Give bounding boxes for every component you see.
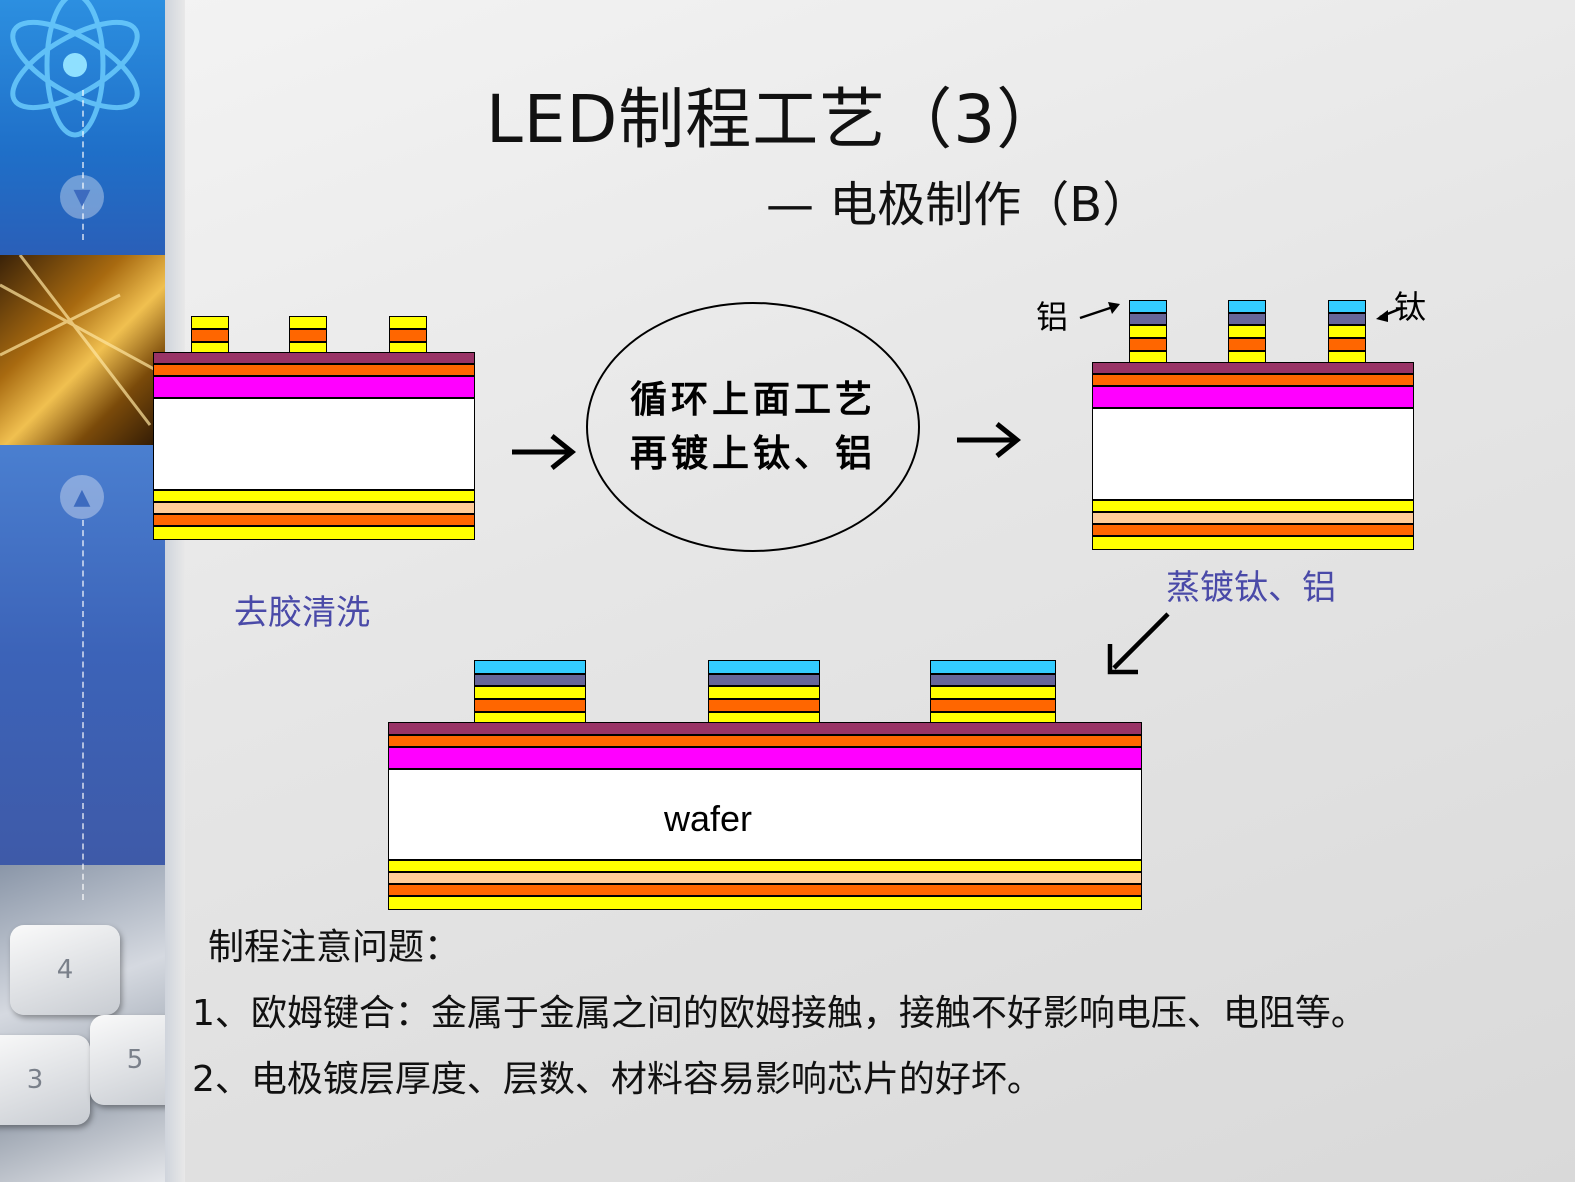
photo-streaks [0, 254, 165, 426]
layer-magenta [388, 747, 1142, 769]
layer-orange [153, 364, 475, 376]
layer-orange [153, 514, 475, 526]
keyboard-key: 5 [90, 1015, 165, 1105]
layer-yellow [153, 490, 475, 502]
electrode-pad [474, 660, 586, 724]
slide-title: LED制程工艺（3） [486, 81, 1064, 158]
keyboard-key: 4 [10, 925, 120, 1015]
arrow-down-left-icon [1107, 612, 1170, 675]
pointer-arrow-icon [1376, 306, 1403, 322]
atom-icon [10, 0, 140, 138]
note-item: 1、欧姆键合：金属于金属之间的欧姆接触，接触不好影响电压、电阻等。 [192, 993, 1367, 1034]
electrode-pad [191, 316, 229, 356]
chevron-down-icon[interactable]: ▼ [60, 175, 104, 219]
sidebar-edge [165, 0, 185, 1182]
layer-purple [388, 722, 1142, 735]
sidebar-keyboard-photo: 4 3 5 [0, 865, 165, 1182]
process-bubble: 循环上面工艺 再镀上钛、铝 [586, 302, 920, 552]
chip-diagram-after-cleaning [153, 314, 475, 540]
wafer-substrate [388, 769, 1142, 860]
chevron-up-icon[interactable]: ▲ [60, 475, 104, 519]
slide-subtitle: — 电极制作（B） [766, 177, 1151, 233]
layer-orange [388, 735, 1142, 747]
wafer-label: wafer [664, 798, 753, 839]
process-notes: 制程注意问题： 1、欧姆键合：金属于金属之间的欧姆接触，接触不好影响电压、电阻等… [192, 918, 1367, 1116]
layer-orange [1092, 374, 1414, 386]
electrode-pad [708, 660, 820, 724]
caption-cleaning: 去胶清洗 [234, 593, 370, 633]
layer-yellow [388, 896, 1142, 910]
label-aluminum: 铝 [1036, 298, 1069, 336]
notes-heading: 制程注意问题： [208, 927, 461, 968]
layer-orange [1092, 524, 1414, 536]
arrow-right-icon [957, 422, 1022, 458]
bubble-line-1: 循环上面工艺 [630, 377, 876, 422]
electrode-pad [930, 660, 1056, 724]
layer-orange [388, 884, 1142, 896]
electrode-pad [1129, 300, 1167, 364]
electrode-pad [1328, 300, 1366, 364]
pointer-arrow-icon [1079, 302, 1120, 320]
layer-magenta [153, 376, 475, 398]
note-item: 2、电极镀层厚度、层数、材料容易影响芯片的好坏。 [192, 1059, 1043, 1100]
wafer-substrate [153, 398, 475, 490]
layer-purple [1092, 362, 1414, 374]
layer-yellow [153, 526, 475, 540]
decorative-sidebar: 4 3 5 ▼ ▲ [0, 0, 165, 1182]
layer-peach [1092, 512, 1414, 524]
layer-magenta [1092, 386, 1414, 408]
wafer-substrate [1092, 408, 1414, 500]
final-chip-diagram [388, 660, 1142, 910]
chip-diagram-ti-al-evaporated [1092, 300, 1414, 550]
layer-yellow [1092, 536, 1414, 550]
layer-peach [388, 872, 1142, 884]
arrow-right-icon [512, 434, 577, 470]
bubble-line-2: 再镀上钛、铝 [630, 431, 876, 475]
sidebar-photo [0, 254, 165, 445]
label-titanium: 钛 [1394, 288, 1427, 326]
layer-yellow [1092, 500, 1414, 512]
sidebar-divider [82, 520, 84, 900]
electrode-pad [1228, 300, 1266, 364]
caption-evaporation: 蒸镀钛、铝 [1166, 568, 1336, 608]
sidebar-divider [82, 90, 84, 240]
layer-peach [153, 502, 475, 514]
keyboard-key: 3 [0, 1035, 90, 1125]
layer-yellow [388, 860, 1142, 872]
electrode-pad [389, 316, 427, 356]
electrode-pad [289, 316, 327, 356]
layer-purple [153, 352, 475, 364]
